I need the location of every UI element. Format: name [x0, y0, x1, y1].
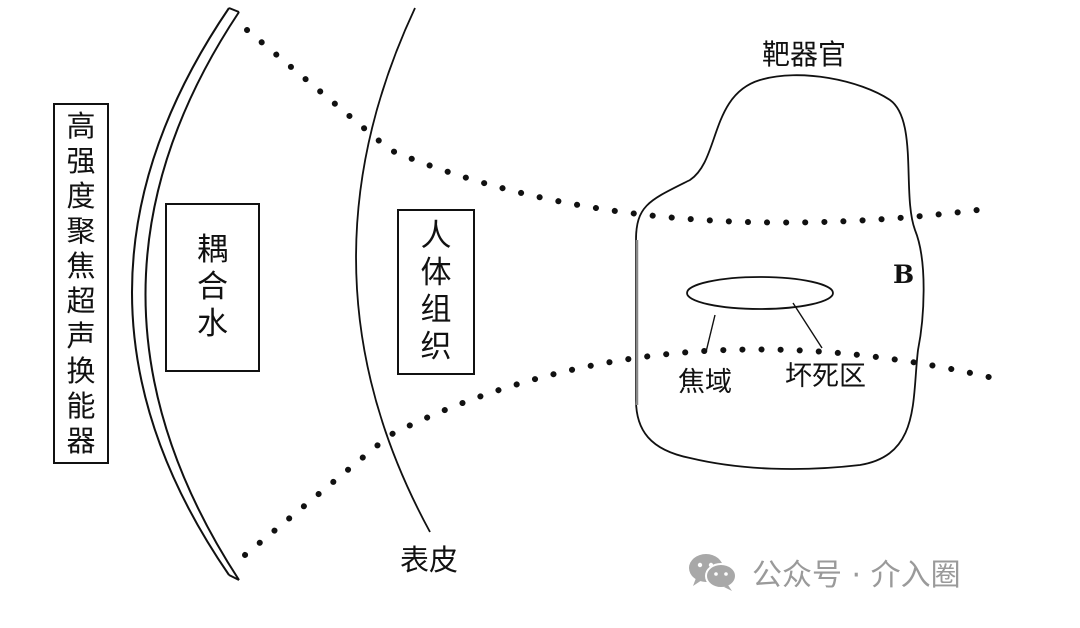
- coupling-water-label: 耦合水: [197, 235, 228, 340]
- vertical-char: 能: [66, 388, 96, 423]
- beam-upper-line: [244, 27, 996, 226]
- transducer-label: 高强度聚焦超声换能器: [66, 108, 96, 458]
- wechat-icon: [689, 554, 737, 591]
- vertical-char: 换: [66, 353, 96, 388]
- point-b-label: B: [893, 260, 915, 289]
- watermark: 公众号 · 介入圈: [686, 550, 961, 594]
- skin-label: 表皮: [400, 543, 459, 577]
- focal-ellipse: [686, 276, 834, 310]
- transducer-arc: [131, 7, 240, 581]
- coupling-water-box: 耦合水: [165, 203, 260, 372]
- target-organ-label: 靶器官: [762, 38, 847, 71]
- skin-surface-line: [355, 7, 431, 533]
- vertical-char: 焦: [66, 248, 96, 283]
- transducer-label-box: 高强度聚焦超声换能器: [53, 103, 109, 464]
- tissue-box: 人体组织: [397, 209, 475, 375]
- vertical-char: 超: [66, 283, 96, 318]
- watermark-text: 公众号 · 介入圈: [752, 558, 961, 593]
- vertical-char: 强: [66, 143, 96, 178]
- necrosis-zone-label: 坏死区: [785, 361, 866, 392]
- vertical-char: 水: [197, 306, 228, 342]
- vertical-char: 声: [66, 318, 96, 353]
- beam-lower-line: [242, 346, 996, 558]
- vertical-char: 组: [420, 292, 452, 328]
- focal-region-leader: [705, 314, 716, 353]
- necrosis-zone-leader: [792, 302, 823, 349]
- focal-region-label: 焦域: [678, 367, 732, 398]
- beam-dotted-lines: [242, 27, 996, 558]
- vertical-char: 人: [420, 218, 452, 254]
- target-organ-outline: [635, 74, 925, 470]
- vertical-char: 高: [66, 108, 96, 143]
- vertical-char: 器: [66, 423, 96, 458]
- vertical-char: 度: [66, 178, 96, 213]
- vertical-char: 耦: [197, 232, 228, 268]
- vertical-char: 织: [420, 329, 452, 365]
- vertical-char: 体: [420, 255, 452, 291]
- vertical-char: 合: [197, 269, 228, 305]
- vertical-char: 聚: [66, 213, 96, 248]
- tissue-label: 人体组织: [421, 221, 452, 363]
